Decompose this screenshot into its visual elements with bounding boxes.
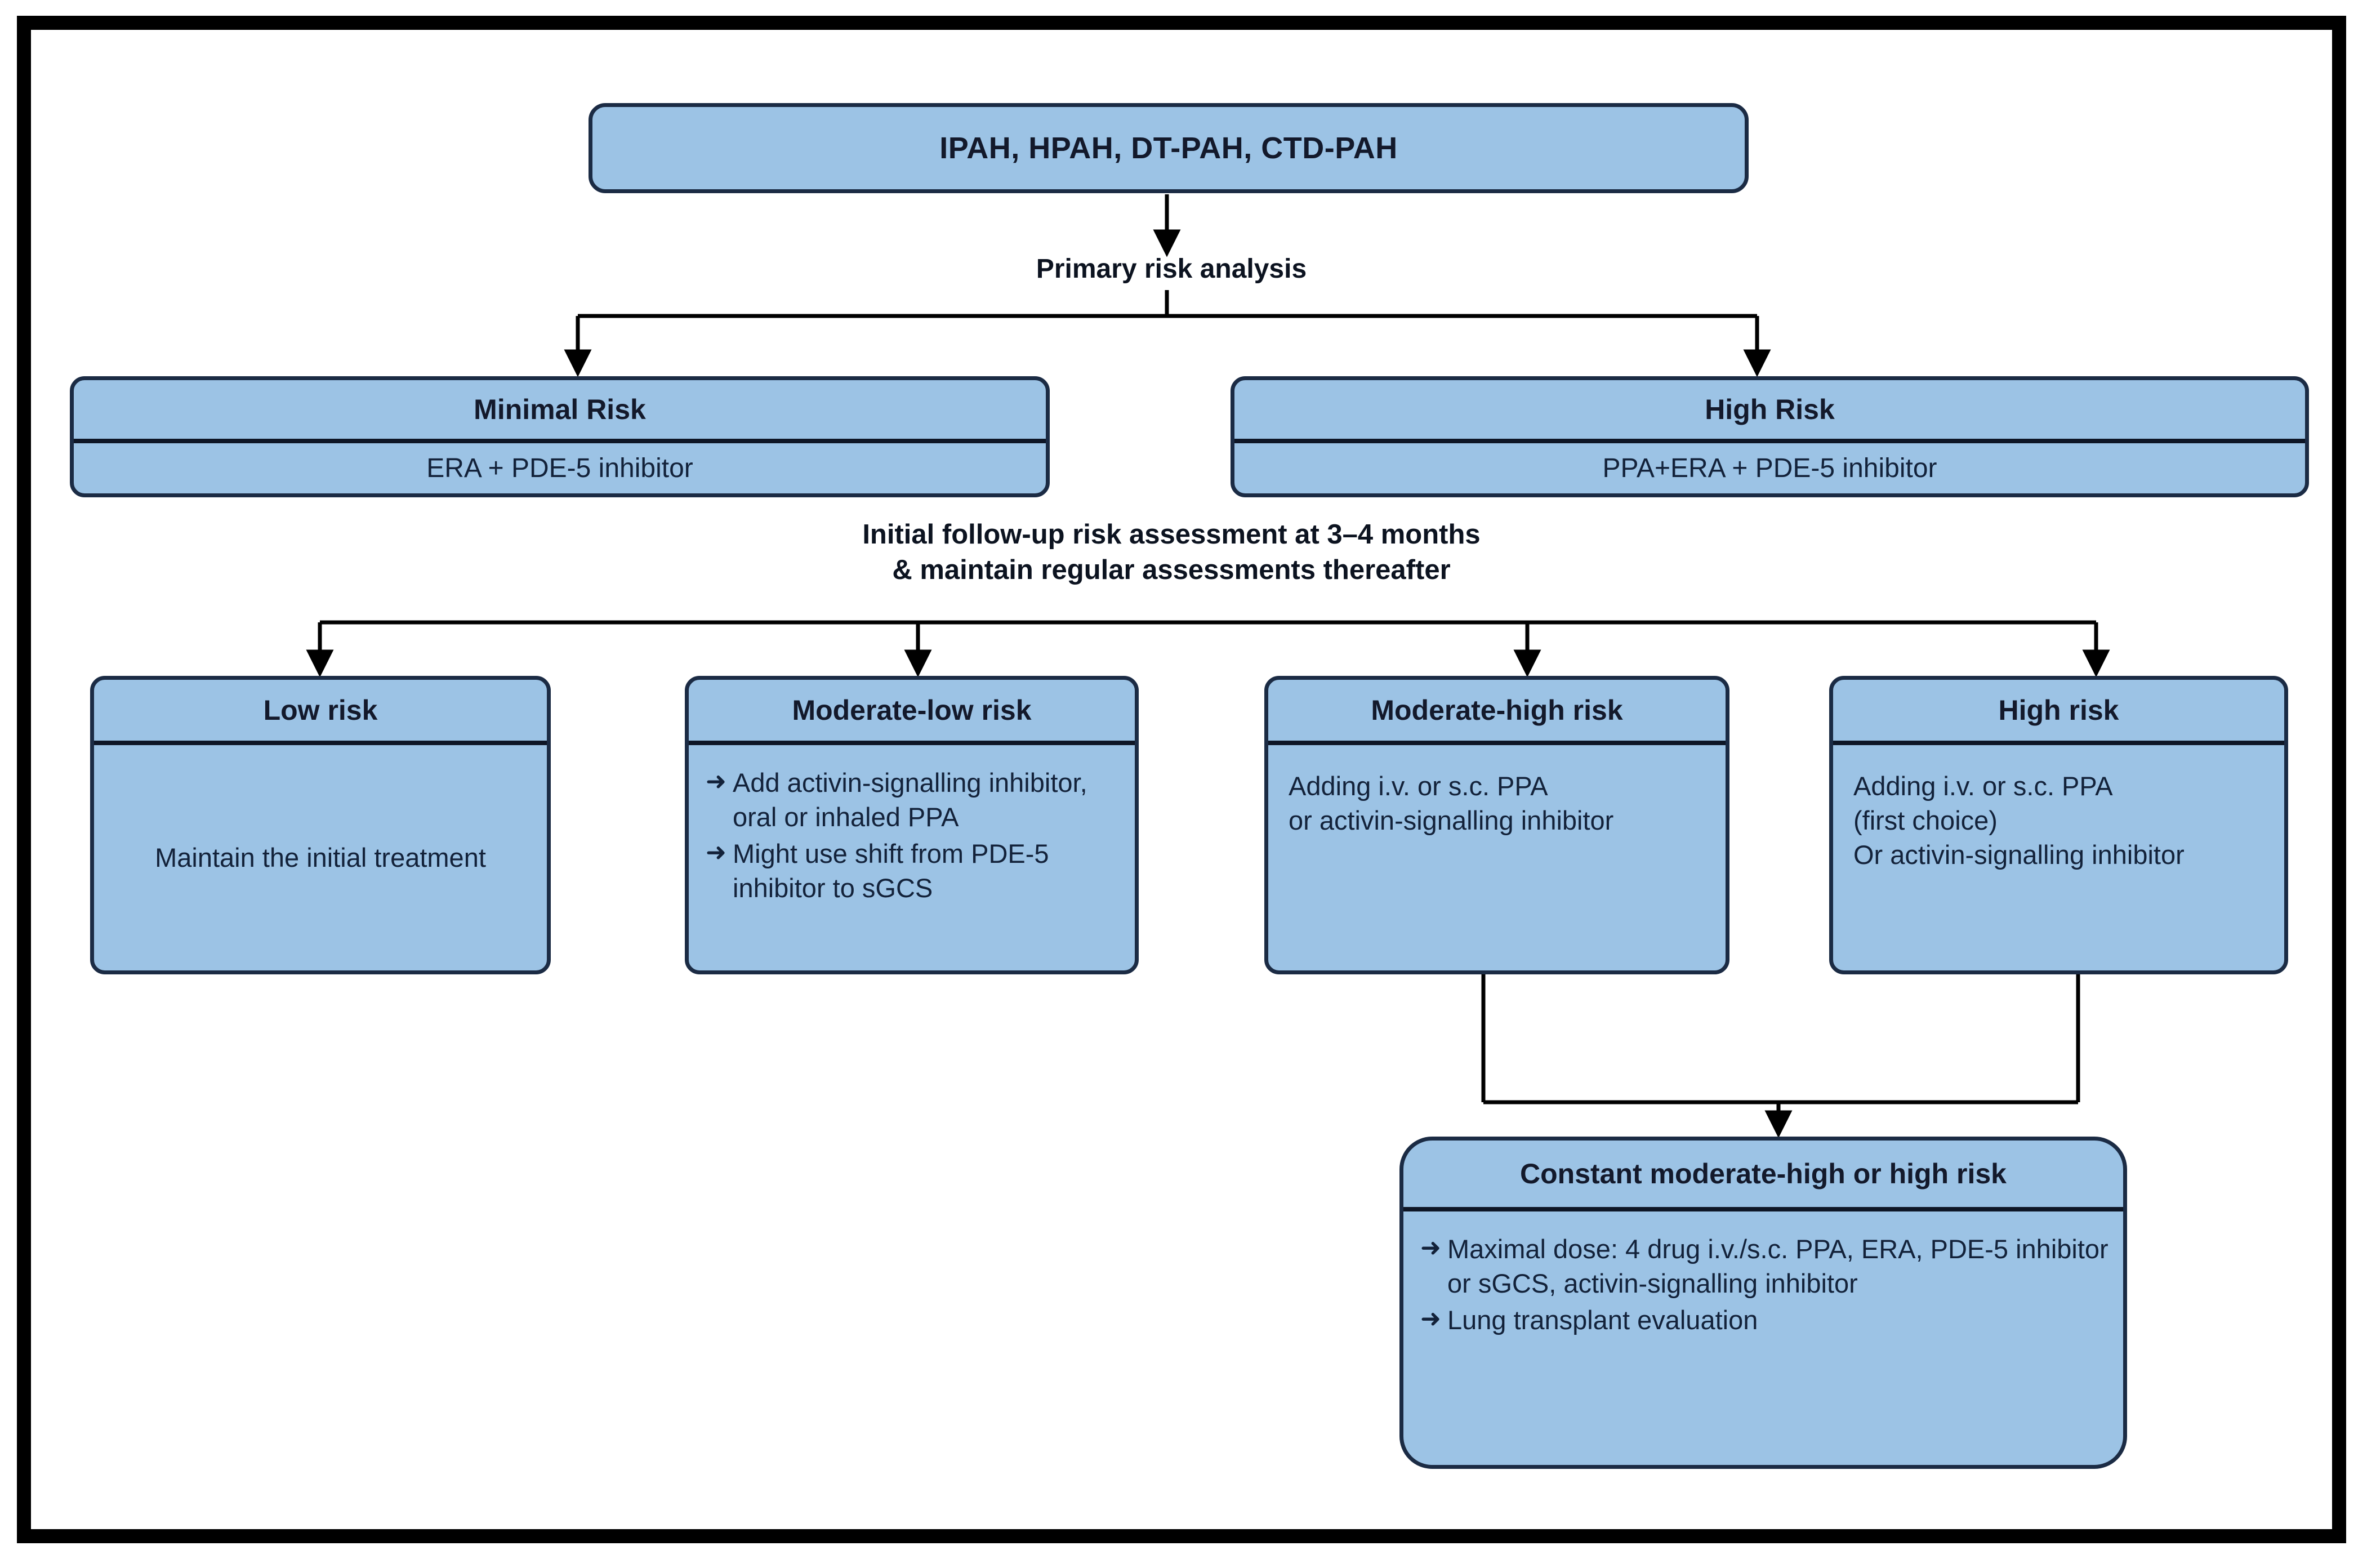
- bullet-item: ➜ Might use shift from PDE-5 inhibitor t…: [706, 836, 1122, 905]
- node-low-risk[interactable]: Low risk Maintain the initial treatment: [90, 676, 551, 974]
- bullet-text: Lung transplant evaluation: [1447, 1305, 1758, 1335]
- bullet-text: Might use shift from PDE-5 inhibitor to …: [733, 839, 1049, 903]
- bullet-item: ➜ Maximal dose: 4 drug i.v./s.c. PPA, ER…: [1420, 1232, 2111, 1300]
- arrow-bullet-icon: ➜: [706, 839, 726, 867]
- node-minimal-risk-body: ERA + PDE-5 inhibitor: [426, 453, 693, 483]
- node-minimal-risk-title: Minimal Risk: [474, 394, 646, 425]
- node-moderate-high-risk[interactable]: Moderate-high risk Adding i.v. or s.c. P…: [1264, 676, 1729, 974]
- node-high-risk-followup-text: Adding i.v. or s.c. PPA (first choice) O…: [1853, 771, 2185, 870]
- node-high-risk-initial-body: PPA+ERA + PDE-5 inhibitor: [1602, 453, 1937, 483]
- bullet-text: Add activin-signalling inhibitor, oral o…: [733, 768, 1087, 832]
- node-divider: [94, 741, 547, 745]
- arrow-bullet-icon: ➜: [1420, 1234, 1441, 1262]
- node-divider: [1268, 741, 1726, 745]
- node-high-risk-initial[interactable]: High Risk PPA+ERA + PDE-5 inhibitor: [1231, 376, 2309, 497]
- node-moderate-high-risk-title: Moderate-high risk: [1371, 694, 1623, 726]
- edge-label-primary-risk-analysis: Primary risk analysis: [1036, 254, 1307, 284]
- node-diagnosis-group[interactable]: IPAH, HPAH, DT-PAH, CTD-PAH: [589, 103, 1749, 193]
- bullet-list: ➜ Add activin-signalling inhibitor, oral…: [689, 745, 1135, 907]
- node-high-risk-followup-body: Adding i.v. or s.c. PPA (first choice) O…: [1833, 745, 2284, 970]
- arrow-bullet-icon: ➜: [706, 768, 726, 795]
- node-minimal-risk[interactable]: Minimal Risk ERA + PDE-5 inhibitor: [70, 376, 1050, 497]
- edge-label-followup-assessment: Initial follow-up risk assessment at 3–4…: [862, 519, 1481, 585]
- bullet-list: ➜ Maximal dose: 4 drug i.v./s.c. PPA, ER…: [1403, 1211, 2123, 1339]
- node-moderate-low-risk-body: ➜ Add activin-signalling inhibitor, oral…: [689, 745, 1135, 970]
- node-divider: [689, 741, 1135, 745]
- node-constant-risk-body: ➜ Maximal dose: 4 drug i.v./s.c. PPA, ER…: [1403, 1211, 2123, 1465]
- node-high-risk-initial-title: High Risk: [1705, 394, 1835, 425]
- bullet-item: ➜ Lung transplant evaluation: [1420, 1303, 2111, 1337]
- arrow-bullet-icon: ➜: [1420, 1305, 1441, 1333]
- node-moderate-low-risk-title: Moderate-low risk: [792, 694, 1032, 726]
- bullet-item: ➜ Add activin-signalling inhibitor, oral…: [706, 765, 1122, 834]
- node-moderate-high-risk-body: Adding i.v. or s.c. PPA or activin-signa…: [1268, 745, 1726, 970]
- node-moderate-low-risk[interactable]: Moderate-low risk ➜ Add activin-signalli…: [685, 676, 1139, 974]
- bullet-text: Maximal dose: 4 drug i.v./s.c. PPA, ERA,…: [1447, 1234, 2108, 1299]
- node-high-risk-followup-title: High risk: [1998, 694, 2119, 726]
- node-divider: [74, 439, 1046, 443]
- node-low-risk-title: Low risk: [263, 694, 378, 726]
- node-moderate-high-risk-text: Adding i.v. or s.c. PPA or activin-signa…: [1289, 771, 1614, 836]
- node-constant-risk-title: Constant moderate-high or high risk: [1520, 1158, 2007, 1190]
- node-low-risk-body: Maintain the initial treatment: [94, 745, 547, 970]
- node-divider: [1403, 1207, 2123, 1211]
- node-divider: [1833, 741, 2284, 745]
- node-high-risk-followup[interactable]: High risk Adding i.v. or s.c. PPA (first…: [1829, 676, 2288, 974]
- node-constant-moderate-high-or-high-risk[interactable]: Constant moderate-high or high risk ➜ Ma…: [1399, 1137, 2127, 1469]
- node-low-risk-text: Maintain the initial treatment: [155, 843, 486, 873]
- node-divider: [1234, 439, 2305, 443]
- node-diagnosis-group-title: IPAH, HPAH, DT-PAH, CTD-PAH: [939, 131, 1398, 165]
